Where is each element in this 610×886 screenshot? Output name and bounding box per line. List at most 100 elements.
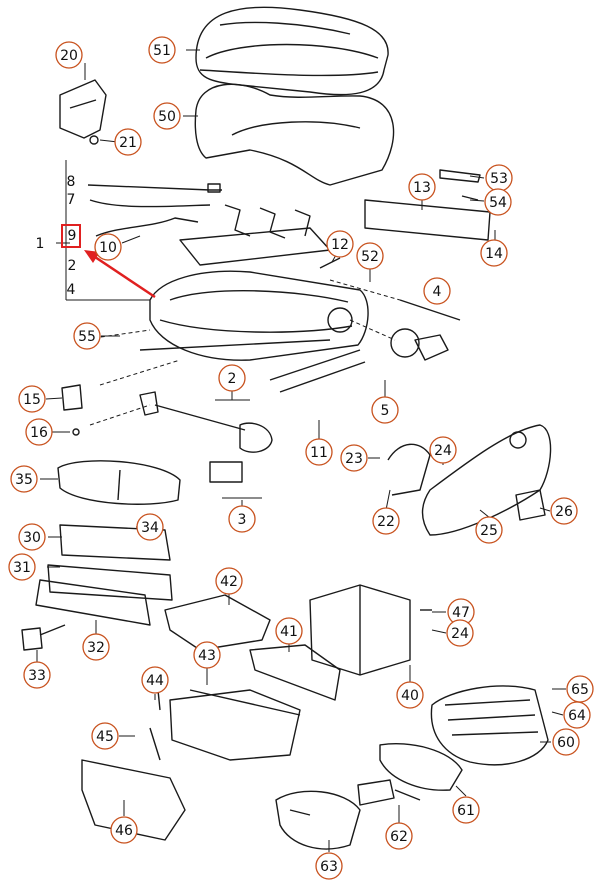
callout-26: 26 — [550, 497, 578, 525]
housing-part-40 — [309, 584, 432, 676]
callout-number: 54 — [489, 195, 507, 211]
lever-part-15 — [61, 384, 83, 436]
callout-ring — [73, 322, 101, 350]
callout-number: 34 — [141, 520, 159, 536]
callout-3: 3 — [228, 505, 256, 533]
highlight-box — [61, 224, 81, 248]
callout-number: 26 — [555, 504, 573, 520]
callout-number: 5 — [381, 403, 390, 419]
callout-ring — [55, 41, 83, 69]
callout-number: 1 — [36, 236, 45, 252]
callout-47: 47 — [447, 598, 475, 626]
seat-cover-part — [195, 6, 389, 96]
callout-ring — [218, 364, 246, 392]
callout-number: 13 — [413, 180, 431, 196]
callout-number: 16 — [30, 425, 48, 441]
callout-ring — [340, 444, 368, 472]
callout-ring — [371, 396, 399, 424]
callout-number: 46 — [115, 823, 133, 839]
callout-30: 30 — [18, 523, 46, 551]
callout-ring — [429, 436, 457, 464]
callout-ring — [25, 418, 53, 446]
spring-frame-part — [179, 204, 341, 269]
callout-20: 20 — [55, 41, 83, 69]
callout-number: 44 — [146, 673, 164, 689]
dashed-leaders — [79, 279, 401, 426]
callout-number: 23 — [345, 451, 363, 467]
callout-60: 60 — [552, 728, 580, 756]
callout-4: 4 — [67, 282, 76, 298]
callout-ring — [356, 242, 384, 270]
callout-65: 65 — [566, 675, 594, 703]
part-33 — [21, 624, 66, 651]
callout-ring — [408, 173, 436, 201]
callout-9: 9 — [68, 228, 77, 244]
callout-42: 42 — [215, 567, 243, 595]
callout-44: 44 — [141, 666, 169, 694]
callout-ring — [114, 128, 142, 156]
box-part-43 — [149, 689, 301, 761]
callout-ring — [23, 661, 51, 689]
callout-number: 45 — [96, 729, 114, 745]
callout-61: 61 — [452, 796, 480, 824]
callout-ring — [446, 619, 474, 647]
callout-number: 42 — [220, 574, 238, 590]
callout-ring — [305, 438, 333, 466]
callout-number: 47 — [452, 605, 470, 621]
callout-number: 51 — [153, 43, 171, 59]
callout-55: 55 — [73, 322, 101, 350]
callout-number: 11 — [310, 445, 328, 461]
callout-ring — [385, 822, 413, 850]
callout-number: 31 — [13, 560, 31, 576]
callout-62: 62 — [385, 822, 413, 850]
callout-15: 15 — [18, 385, 46, 413]
bracket-part-2 — [139, 391, 273, 483]
callout-50: 50 — [153, 102, 181, 130]
callout-ring — [94, 233, 122, 261]
callout-53: 53 — [485, 164, 513, 192]
callout-ring — [326, 230, 354, 258]
callout-ring — [10, 465, 38, 493]
callout-34: 34 — [136, 513, 164, 541]
callout-64: 64 — [563, 701, 591, 729]
part-62 — [357, 779, 421, 806]
callout-11: 11 — [305, 438, 333, 466]
callout-12: 12 — [326, 230, 354, 258]
callout-ring — [193, 641, 221, 669]
callout-ring — [475, 516, 503, 544]
callout-number: 3 — [238, 512, 247, 528]
callout-ring — [396, 681, 424, 709]
callout-8: 8 — [67, 174, 76, 190]
callout-ring — [18, 385, 46, 413]
wire-harness-part — [87, 183, 222, 237]
callout-number: 30 — [23, 530, 41, 546]
callout-number: 60 — [557, 735, 575, 751]
plate-part-30 — [35, 520, 173, 626]
callout-ring — [215, 567, 243, 595]
callout-number: 4 — [433, 284, 442, 300]
callout-number: 20 — [60, 48, 78, 64]
callout-ring — [275, 617, 303, 645]
callout-22: 22 — [372, 507, 400, 535]
callout-24: 24 — [429, 436, 457, 464]
callout-41: 41 — [275, 617, 303, 645]
panel-part-13 — [364, 169, 491, 241]
callout-ring — [110, 816, 138, 844]
callout-33: 33 — [23, 661, 51, 689]
callout-number: 63 — [320, 859, 338, 875]
callout-45: 45 — [91, 722, 119, 750]
callout-40: 40 — [396, 681, 424, 709]
callout-ring — [228, 505, 256, 533]
callout-number: 41 — [280, 624, 298, 640]
callout-2: 2 — [68, 258, 77, 274]
callout-ring — [141, 666, 169, 694]
callout-52: 52 — [356, 242, 384, 270]
callout-number: 2 — [68, 258, 77, 274]
callout-14: 14 — [480, 239, 508, 267]
callout-ring — [423, 277, 451, 305]
callout-ring — [82, 633, 110, 661]
callout-54: 54 — [484, 188, 512, 216]
callout-number: 22 — [377, 514, 395, 530]
callout-5: 5 — [371, 396, 399, 424]
